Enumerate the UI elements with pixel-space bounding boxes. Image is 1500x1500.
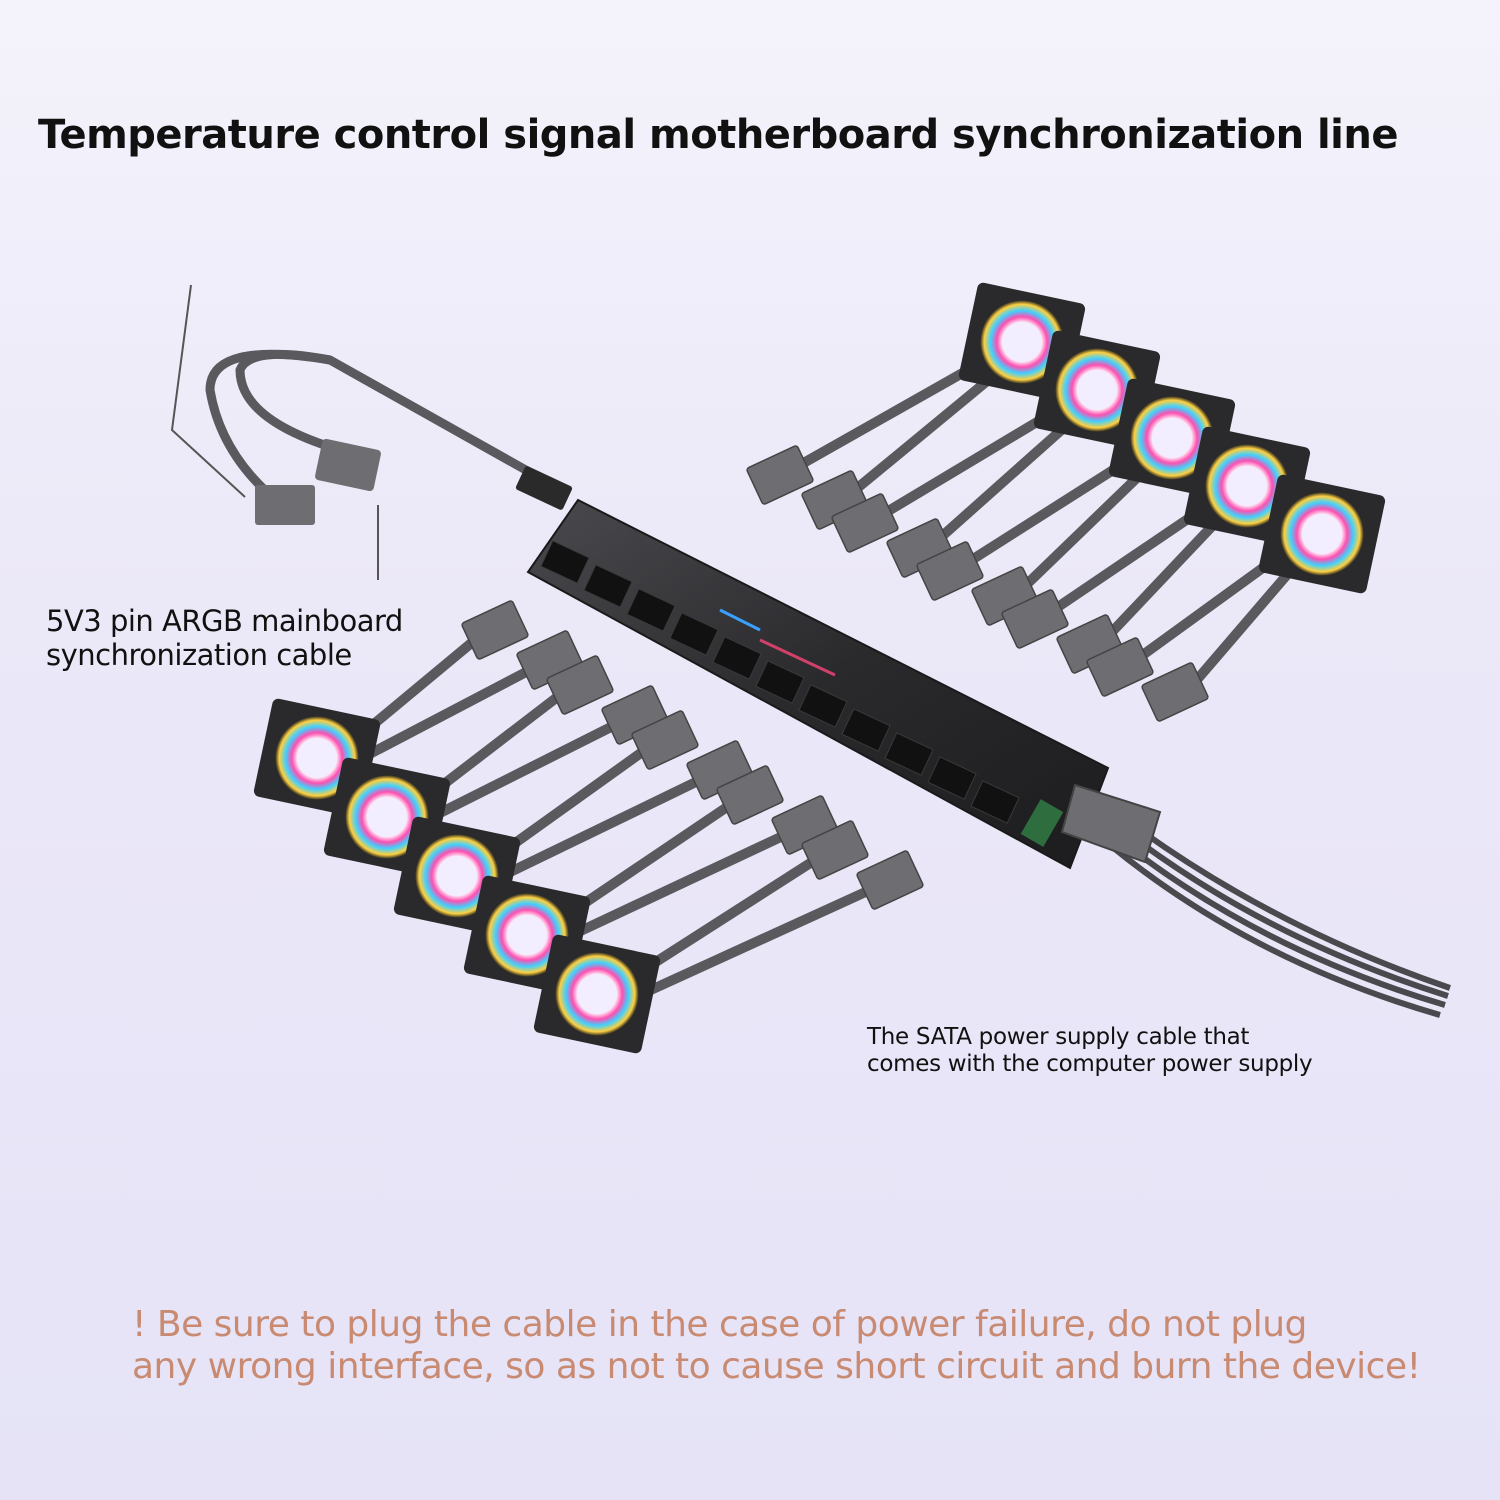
hub-port [755,660,805,704]
hub-port [540,540,590,584]
hub-port [712,636,762,680]
pointer-lines [170,284,379,580]
fan-cables-right [746,357,1296,722]
argb-label-line2: synchronization cable [46,638,352,672]
sata-cable-label: The SATA power supply cable that comes w… [867,1024,1313,1078]
sata-power-cable [1060,783,1451,1018]
hub-port [970,780,1020,824]
fan-connector [461,600,529,660]
fan-connector [1141,662,1209,722]
fan-connector [831,493,899,553]
warning-line1: ! Be sure to plug the cable in the case … [132,1304,1307,1345]
page-title: Temperature control signal motherboard s… [38,112,1399,158]
fan-connector [1001,589,1069,649]
argb-cable-label: 5V3 pin ARGB mainboard synchronization c… [46,604,403,672]
argb-label-line1: 5V3 pin ARGB mainboard [46,604,403,638]
fan-connector [916,541,984,601]
rgb-fan [533,934,661,1054]
hub-port [626,588,676,632]
hub-port [798,684,848,728]
fan-connector [856,850,924,910]
fan-cables-left [353,600,924,999]
hub-port [884,732,934,776]
hub-ports [540,540,1020,824]
rgb-fan [1258,474,1386,594]
fan-connector [801,820,869,880]
hub-port [583,564,633,608]
hub-port [669,612,719,656]
sata-label-line2: comes with the computer power supply [867,1051,1313,1077]
fan-connector [746,445,814,505]
sata-label-line1: The SATA power supply cable that [867,1024,1250,1050]
rgb-fan [253,698,381,818]
hub-port [841,708,891,752]
hub-port [927,756,977,800]
fan-connector [716,765,784,825]
fan-connector [1086,637,1154,697]
warning-text: ! Be sure to plug the cable in the case … [132,1304,1421,1388]
fan-connector [631,710,699,770]
argb-sync-cable [205,349,573,525]
warning-line2: any wrong interface, so as not to cause … [132,1346,1421,1387]
fans [253,282,1386,1054]
fan-connector [546,655,614,715]
